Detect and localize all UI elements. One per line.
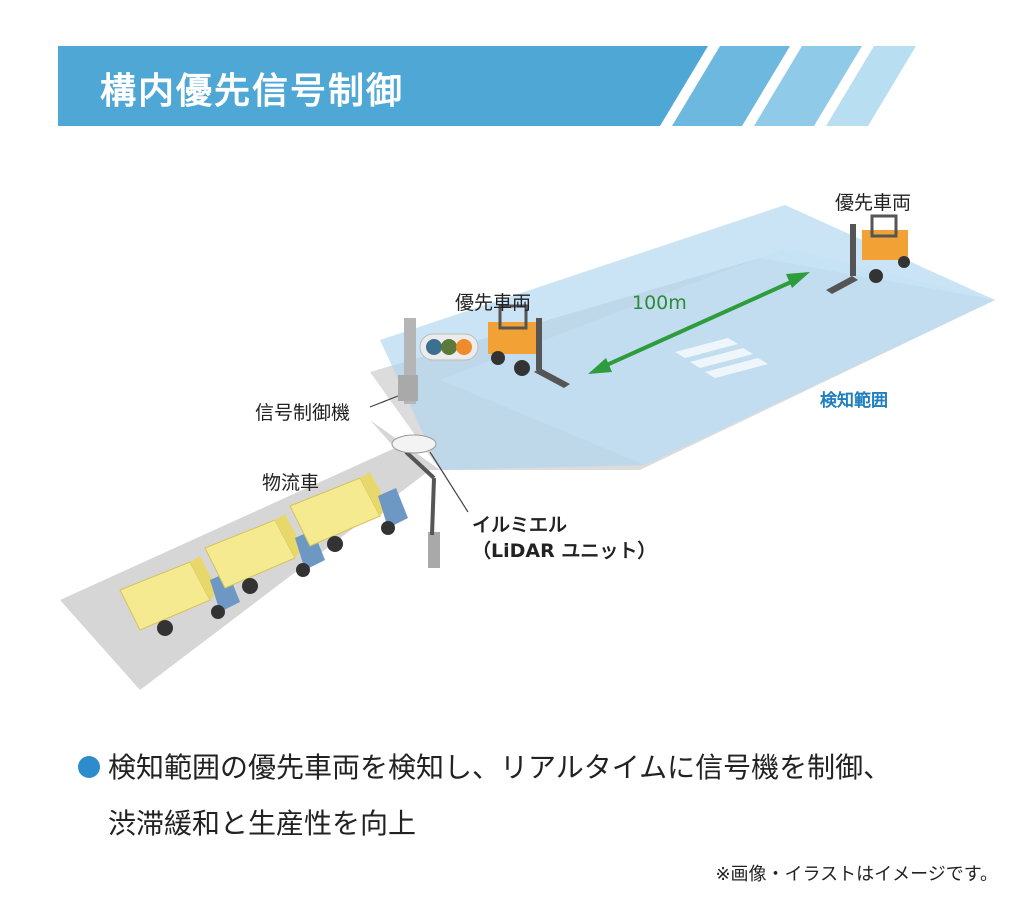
description-text: 検知範囲の優先車両を検知し、リアルタイムに信号機を制御、 渋滞緩和と生産性を向上 (108, 740, 998, 852)
traffic-signal (398, 318, 479, 404)
description-line-2: 渋滞緩和と生産性を向上 (108, 807, 417, 840)
description-line-1: 検知範囲の優先車両を検知し、リアルタイムに信号機を制御、 (108, 751, 892, 784)
label-distance: 100m (632, 292, 687, 314)
bullet-icon (78, 756, 100, 778)
label-lidar: イルミエル （LiDAR ユニット） (472, 512, 656, 564)
forklift-near (488, 304, 570, 388)
lidar-unit (391, 434, 469, 568)
forklift-far (826, 214, 910, 294)
label-lidar-sub: （LiDAR ユニット） (472, 540, 657, 562)
image-note: ※画像・イラストはイメージです。 (715, 864, 998, 885)
description: 検知範囲の優先車両を検知し、リアルタイムに信号機を制御、 渋滞緩和と生産性を向上 (78, 740, 998, 852)
label-lidar-name: イルミエル (472, 514, 568, 536)
label-signal-controller: 信号制御機 (255, 402, 351, 424)
distance-arrow (588, 272, 810, 374)
page-title: 構内優先信号制御 (100, 71, 405, 112)
scene-illustration (60, 205, 995, 690)
truck-3 (289, 472, 408, 552)
truck-1 (119, 556, 240, 636)
label-logistics-truck: 物流車 (262, 472, 320, 494)
truck-2 (204, 514, 325, 594)
label-detection-range: 検知範囲 (820, 391, 888, 411)
crosswalk (675, 338, 768, 378)
label-priority-vehicle-near: 優先車両 (455, 292, 532, 314)
label-priority-vehicle-far: 優先車両 (835, 192, 912, 214)
title-banner (58, 46, 916, 126)
